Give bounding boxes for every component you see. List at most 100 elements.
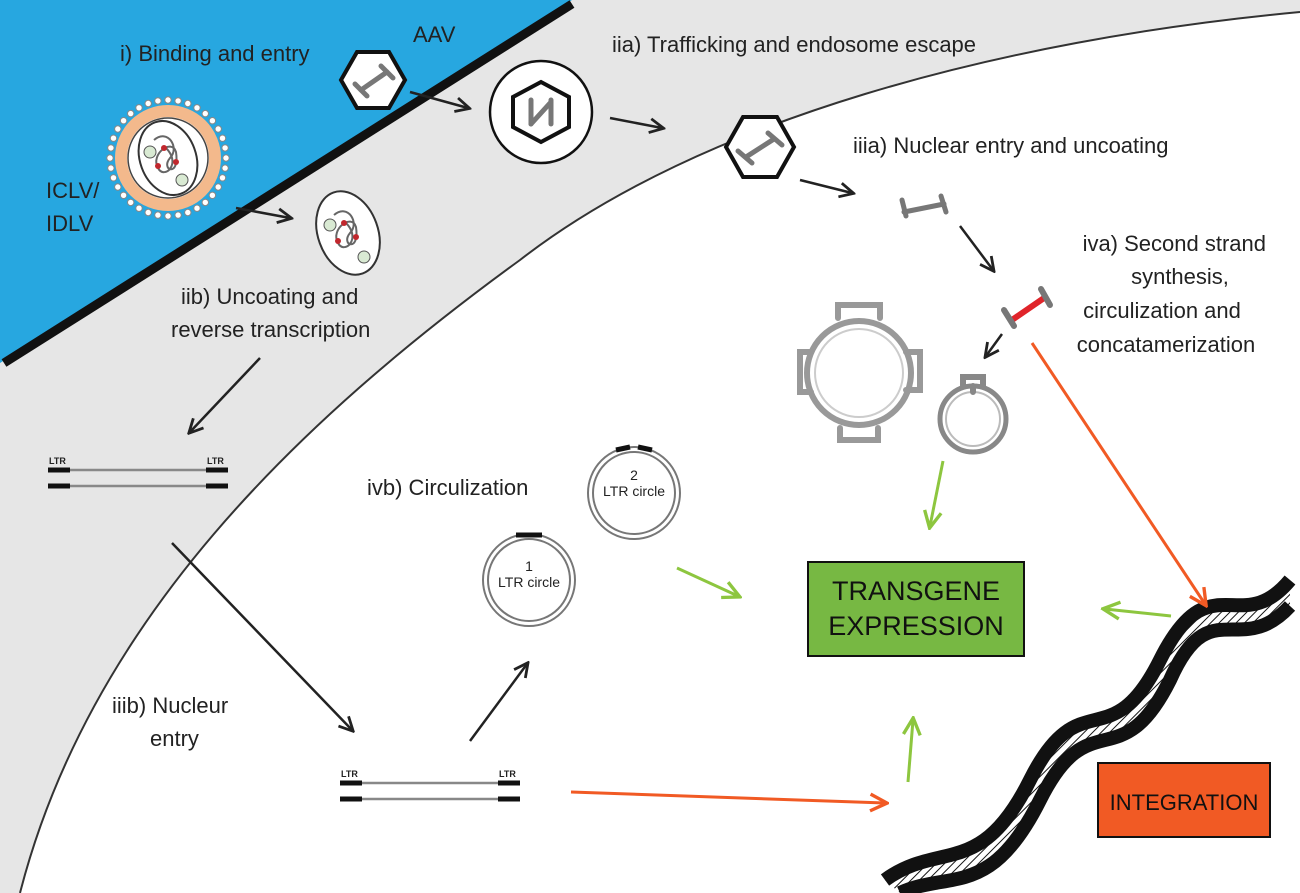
circle1-number: 1 bbox=[525, 558, 533, 574]
orange-arrow-aav-integration bbox=[1030, 342, 1205, 604]
ltr-dna-nucleus: LTR LTR bbox=[340, 769, 520, 802]
ltr-label-left: LTR bbox=[49, 456, 66, 466]
envelope-spike bbox=[106, 154, 114, 162]
envelope-spike bbox=[114, 183, 122, 191]
one-ltr-circle: 1 LTR circle bbox=[482, 532, 576, 627]
envelope-spike bbox=[184, 208, 192, 217]
circle1-label: LTR circle bbox=[498, 574, 560, 590]
label-uncoating-rt-2: reverse transcription bbox=[171, 317, 370, 342]
circle2-number: 2 bbox=[630, 467, 638, 483]
lentiviral-core bbox=[315, 190, 381, 276]
black-arrows bbox=[171, 90, 1004, 742]
host-dna-helix bbox=[880, 575, 1296, 893]
label-nuclear-entry-uncoating: iiia) Nuclear entry and uncoating bbox=[853, 133, 1169, 158]
envelope-spike bbox=[174, 97, 182, 105]
transgene-expression-box bbox=[807, 561, 1025, 657]
green-arrow-dna-expression bbox=[1105, 609, 1172, 616]
label-circulization: ivb) Circulization bbox=[367, 475, 528, 500]
envelope-spike bbox=[114, 125, 122, 133]
green-arrow-integrated-expression bbox=[908, 720, 913, 783]
envelope-spike bbox=[193, 104, 201, 112]
envelope-spike bbox=[109, 174, 118, 182]
envelope-spike bbox=[218, 134, 227, 142]
ltr-label-right-nucleus: LTR bbox=[499, 769, 516, 779]
envelope-spike bbox=[193, 204, 201, 212]
arrow-lv-to-core bbox=[235, 206, 290, 218]
aav-concatemer bbox=[797, 302, 923, 443]
arrow-ltr-to-nucleus bbox=[171, 542, 352, 730]
envelope-spike bbox=[135, 204, 143, 212]
circle2-label: LTR circle bbox=[603, 483, 665, 499]
envelope-spike bbox=[214, 183, 222, 191]
envelope-spike bbox=[154, 97, 162, 105]
envelope-spike bbox=[127, 109, 135, 118]
envelope-spike bbox=[107, 164, 115, 172]
arrow-escape-to-nucleus bbox=[799, 178, 852, 193]
label-aav: AAV bbox=[413, 22, 456, 47]
ltr-dna-cytoplasm: LTR LTR bbox=[48, 456, 228, 489]
envelope-spike bbox=[208, 191, 217, 199]
arrow-aav-to-endosome bbox=[409, 90, 468, 108]
envelope-spike bbox=[218, 174, 227, 182]
label-second-strand-3: circulization and bbox=[1083, 298, 1241, 323]
label-idlv: IDLV bbox=[46, 211, 94, 236]
ltr-label-right: LTR bbox=[207, 456, 224, 466]
envelope-spike bbox=[208, 117, 217, 125]
label-uncoating-rt-1: iib) Uncoating and bbox=[181, 284, 358, 309]
transgene-line1: TRANSGENE bbox=[832, 576, 1000, 606]
aav-circular-episome bbox=[937, 374, 1009, 455]
transgene-line2: EXPRESSION bbox=[828, 611, 1004, 641]
envelope-spike bbox=[144, 208, 152, 217]
aav-in-endosome bbox=[488, 59, 594, 165]
green-arrow-aav-expression bbox=[930, 460, 945, 526]
plasma-membrane bbox=[1, 0, 575, 367]
envelope-spike bbox=[214, 125, 222, 133]
integration-box bbox=[1097, 762, 1271, 838]
aav-escaped bbox=[723, 115, 797, 179]
envelope-spike bbox=[201, 109, 209, 118]
aav-capsid bbox=[338, 50, 408, 110]
aav-double-stranded bbox=[1001, 286, 1053, 329]
envelope-spike bbox=[222, 154, 230, 162]
envelope-spike bbox=[201, 198, 209, 207]
envelope-spike bbox=[127, 198, 135, 207]
envelope-spike bbox=[144, 99, 152, 108]
lentiviral-particle bbox=[106, 96, 230, 220]
nuclear-envelope bbox=[19, 11, 1300, 893]
arrow-ds-to-circle bbox=[986, 333, 1004, 356]
green-arrows bbox=[676, 460, 1172, 783]
envelope-spike bbox=[119, 191, 128, 199]
label-second-strand-1: iva) Second strand bbox=[1083, 231, 1266, 256]
label-iclv: ICLV/ bbox=[46, 178, 100, 203]
label-nucleur-entry-2: entry bbox=[150, 726, 199, 751]
two-ltr-circle: 2 LTR circle bbox=[587, 444, 681, 540]
integration-label: INTEGRATION bbox=[1110, 790, 1259, 815]
label-binding-entry: i) Binding and entry bbox=[120, 41, 310, 66]
envelope-spike bbox=[221, 144, 229, 152]
arrow-genome-to-ds bbox=[959, 225, 993, 270]
arrow-endosome-to-escape bbox=[609, 116, 662, 128]
arrow-core-to-ltr bbox=[190, 357, 261, 432]
label-nucleur-entry-1: iiib) Nucleur bbox=[112, 693, 228, 718]
envelope-spike bbox=[174, 211, 182, 219]
envelope-spike bbox=[221, 164, 229, 172]
green-arrow-circle-expression bbox=[676, 566, 738, 596]
aav-genome-uncoated bbox=[899, 193, 949, 219]
envelope-spike bbox=[154, 211, 162, 219]
orange-arrows bbox=[570, 342, 1205, 803]
envelope-spike bbox=[164, 212, 172, 220]
label-second-strand-4: concatamerization bbox=[1077, 332, 1256, 357]
label-second-strand-2: synthesis, bbox=[1131, 264, 1229, 289]
arrow-ltr-to-circle bbox=[468, 664, 527, 742]
envelope-spike bbox=[135, 104, 143, 112]
envelope-spike bbox=[107, 144, 115, 152]
orange-arrow-lv-integration bbox=[570, 790, 885, 803]
envelope-spike bbox=[164, 96, 172, 104]
envelope-spike bbox=[184, 99, 192, 108]
envelope-spike bbox=[119, 117, 128, 125]
envelope-spike bbox=[109, 134, 118, 142]
label-trafficking: iia) Trafficking and endosome escape bbox=[612, 32, 976, 57]
ltr-label-left-nucleus: LTR bbox=[341, 769, 358, 779]
